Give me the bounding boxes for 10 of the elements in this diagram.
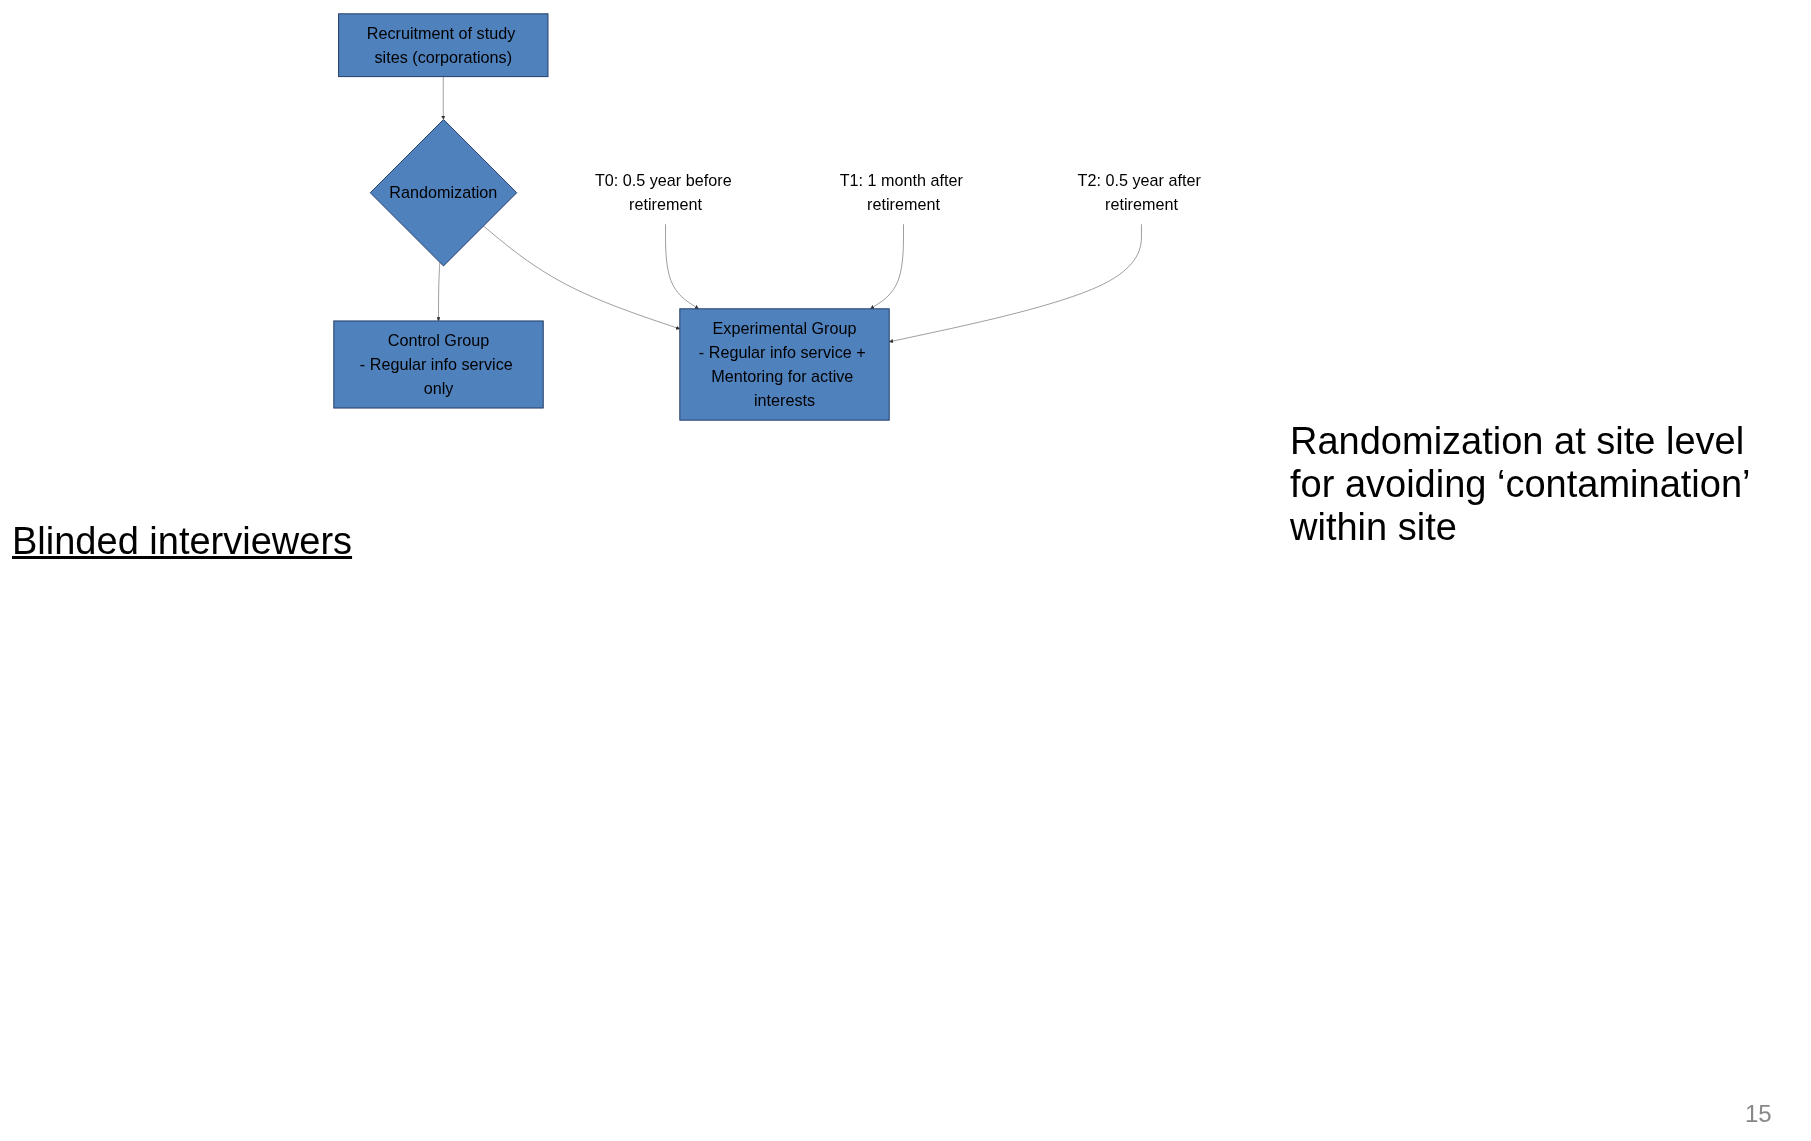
- node-box: Recruitment of study sites (corporations): [338, 13, 549, 78]
- node-text: T1: 1 month after retirement: [839, 171, 963, 214]
- page-number: 15: [1745, 1100, 1773, 1128]
- node-box: Experimental Group - Regular info service + Mentoring for active interests: [679, 308, 890, 421]
- node-text: T0: 0.5 year before retirement: [594, 171, 732, 214]
- section-heading: Blinded interviewers: [12, 520, 354, 563]
- node-text: T2: 0.5 year after retirement: [1077, 171, 1201, 214]
- node-box: Control Group - Regular info service only: [333, 320, 544, 409]
- node-diamond: Randomization: [369, 119, 518, 267]
- note-text: Randomization at site level for avoiding ‘contamination’ within site: [1290, 420, 1751, 549]
